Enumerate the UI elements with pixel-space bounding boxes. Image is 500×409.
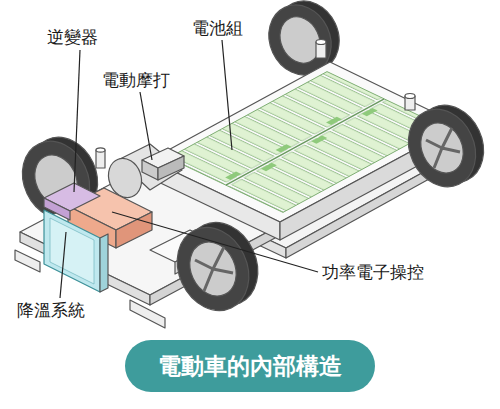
title-pill <box>125 340 375 392</box>
part-label: 電動摩打 <box>102 70 170 90</box>
part-label: 電池組 <box>192 18 243 38</box>
part-label: 逆變器 <box>47 27 98 47</box>
part-label: 降溫系統 <box>17 300 85 320</box>
diagram-title: 電動車的內部構造 <box>125 340 375 392</box>
leader-lines <box>60 40 318 298</box>
wheel <box>396 94 496 198</box>
cooling-system <box>44 210 108 292</box>
part-label: 功率電子操控 <box>322 262 424 282</box>
wheel <box>164 211 271 323</box>
